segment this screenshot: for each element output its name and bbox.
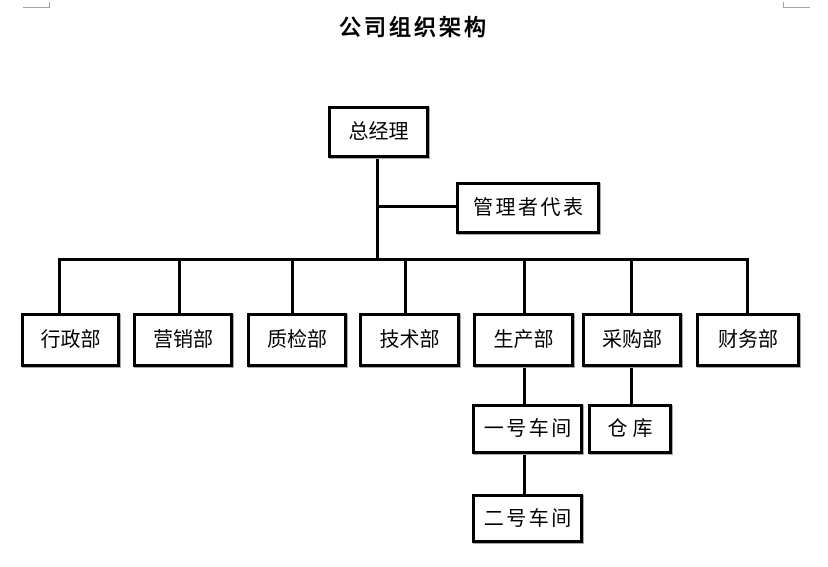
org-node-marketing-dept: 营销部 <box>133 313 233 367</box>
chart-title: 公司组织架构 <box>338 15 489 40</box>
org-node-label: 总经理 <box>348 121 409 143</box>
connector-purchasing-warehouse <box>630 365 633 406</box>
org-node-label: 营销部 <box>153 329 213 351</box>
connector-drop-quality <box>291 258 294 315</box>
org-node-label: 财务部 <box>718 329 778 351</box>
connector-drop-technology <box>404 258 407 315</box>
org-node-label: 二号车间 <box>483 507 574 530</box>
connector-drop-production <box>523 258 526 315</box>
connector-drop-finance <box>746 258 749 315</box>
org-node-purchasing-dept: 采购部 <box>582 313 682 367</box>
org-node-label: 生产部 <box>493 329 554 351</box>
org-node-workshop-1: 一号车间 <box>472 404 583 454</box>
connector-drop-purchasing <box>630 258 633 315</box>
org-node-management-representative: 管理者代表 <box>456 182 600 234</box>
connector-drop-marketing <box>178 258 181 315</box>
connector-staff-branch <box>377 205 457 208</box>
org-node-label: 仓 库 <box>607 418 653 440</box>
org-node-label: 一号车间 <box>483 418 574 440</box>
org-node-label: 技术部 <box>379 329 440 351</box>
org-node-production-dept: 生产部 <box>473 313 574 367</box>
crop-mark-top-right-icon <box>783 2 810 8</box>
org-node-workshop-2: 二号车间 <box>472 494 583 543</box>
crop-mark-top-left-icon <box>23 2 50 8</box>
org-node-quality-dept: 质检部 <box>247 313 347 367</box>
org-node-label: 管理者代表 <box>473 197 586 219</box>
connector-production-workshop1 <box>523 365 526 406</box>
org-node-label: 质检部 <box>267 329 327 351</box>
connector-departments-horizontal <box>58 258 749 261</box>
connector-drop-admin <box>58 258 61 315</box>
org-node-warehouse: 仓 库 <box>588 404 672 454</box>
org-node-label: 行政部 <box>40 329 101 351</box>
connector-root-vertical <box>376 156 379 261</box>
org-node-technology-dept: 技术部 <box>359 313 460 367</box>
org-node-label: 采购部 <box>602 329 662 351</box>
org-node-general-manager: 总经理 <box>328 106 429 158</box>
org-node-finance-dept: 财务部 <box>696 313 800 367</box>
org-node-admin-dept: 行政部 <box>21 313 120 367</box>
connector-workshop1-workshop2 <box>523 452 526 496</box>
